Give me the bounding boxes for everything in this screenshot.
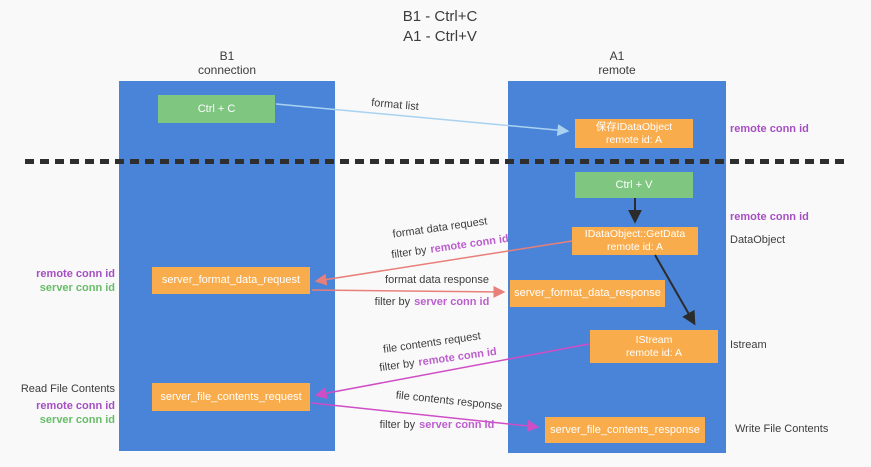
lifeline-a1-role: remote xyxy=(598,63,636,77)
istream-line1: IStream xyxy=(635,333,673,346)
lifeline-header-a1: A1 remote xyxy=(508,49,726,77)
server-conn-id-annotation-mid-left: server conn id xyxy=(39,282,115,294)
getdata-box: IDataObject::GetData remote id: A xyxy=(572,227,698,255)
server-file-contents-request-box: server_file_contents_request xyxy=(152,383,310,411)
ctrl-v-box: Ctrl + V xyxy=(575,172,693,198)
server-file-contents-response-box: server_file_contents_response xyxy=(545,417,705,443)
lifeline-header-b1: B1 connection xyxy=(119,49,335,77)
ctrl-v-label: Ctrl + V xyxy=(615,178,653,191)
server-file-contents-response-label: server_file_contents_response xyxy=(550,423,700,436)
lifeline-b1-role: connection xyxy=(197,63,257,77)
filter-by-text: filter by xyxy=(374,296,411,308)
server-format-data-response-label: server_format_data_response xyxy=(514,287,661,299)
lifeline-a1-name: A1 xyxy=(609,49,625,63)
istream-annotation: Istream xyxy=(730,339,767,351)
remote-conn-id-annotation-top-right: remote conn id xyxy=(730,123,809,135)
lifeline-b1-name: B1 xyxy=(219,49,235,63)
istream-box: IStream remote id: A xyxy=(590,330,718,363)
dataobject-annotation: DataObject xyxy=(730,234,786,246)
getdata-line2: remote id: A xyxy=(606,241,664,253)
remote-conn-id-accent: remote conn id xyxy=(429,232,510,256)
save-dataobject-line2: remote id: A xyxy=(605,133,663,146)
filter-by-text: filter by xyxy=(378,357,416,375)
arrow-format-data-response xyxy=(311,285,506,298)
diagram-title: B1 - Ctrl+C A1 - Ctrl+V xyxy=(300,7,580,47)
remote-conn-id-annotation-bottom-left: remote conn id xyxy=(36,400,115,412)
remote-conn-id-annotation-mid-left: remote conn id xyxy=(36,268,115,280)
istream-line2: remote id: A xyxy=(625,346,683,359)
save-dataobject-box: 保存IDataObject remote id: A xyxy=(575,119,693,148)
ctrl-c-label: Ctrl + C xyxy=(197,102,236,115)
server-format-data-request-box: server_format_data_request xyxy=(152,267,310,294)
format-list-label: format list xyxy=(370,96,420,114)
phase-divider-dashed-line xyxy=(25,159,845,164)
server-format-data-request-label: server_format_data_request xyxy=(161,274,301,286)
write-file-contents-annotation: Write File Contents xyxy=(735,423,829,435)
read-file-contents-annotation: Read File Contents xyxy=(20,383,115,395)
remote-conn-id-annotation-mid-right: remote conn id xyxy=(730,211,809,223)
filter-by-text: filter by xyxy=(379,419,416,431)
format-data-response-label: format data response xyxy=(385,274,489,286)
server-conn-id-accent: server conn id xyxy=(414,296,490,308)
server-file-contents-request-label: server_file_contents_request xyxy=(160,390,302,403)
server-conn-id-annotation-bottom-left: server conn id xyxy=(39,414,115,426)
title-line-2: A1 - Ctrl+V xyxy=(403,28,477,45)
filter-by-text: filter by xyxy=(390,244,428,262)
title-line-1: B1 - Ctrl+C xyxy=(402,8,478,25)
server-conn-id-accent: server conn id xyxy=(419,419,495,431)
ctrl-c-box: Ctrl + C xyxy=(158,95,275,123)
getdata-line1: IDataObject::GetData xyxy=(584,228,686,240)
server-format-data-response-box: server_format_data_response xyxy=(510,280,665,307)
save-dataobject-line1: 保存IDataObject xyxy=(595,120,673,133)
file-contents-response-label: file contents response xyxy=(395,389,503,413)
